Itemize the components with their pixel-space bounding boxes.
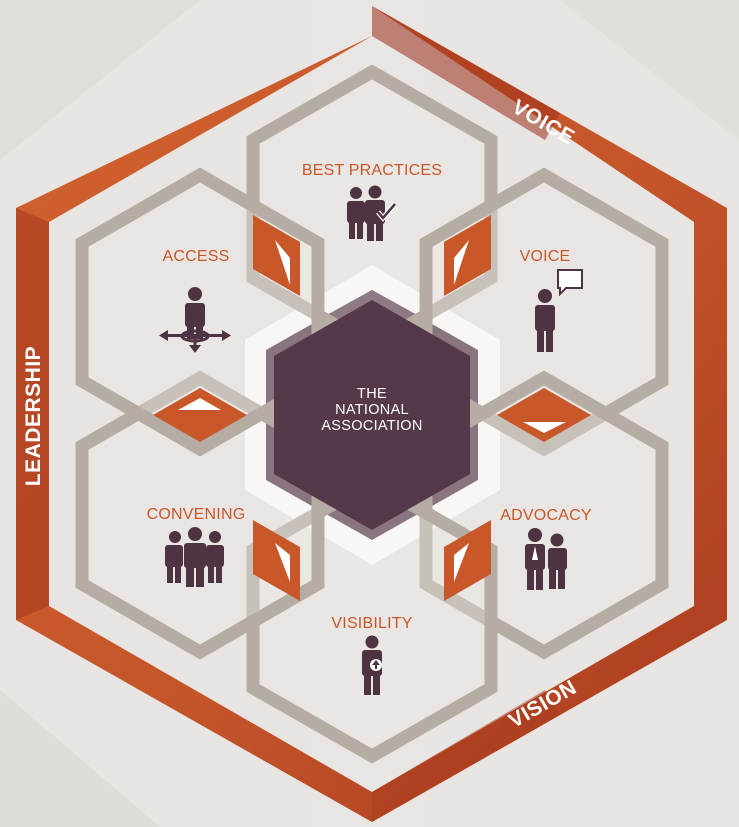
segment-label-advocacy: ADVOCACY: [500, 507, 592, 524]
connectors: [153, 215, 591, 601]
segment-label-best-practices: BEST PRACTICES: [302, 162, 442, 179]
person-speech-bubble-icon: [535, 269, 583, 352]
segment-label-voice: VOICE: [520, 248, 571, 265]
center-line-1: THE: [357, 386, 387, 402]
segment-label-convening: CONVENING: [147, 506, 246, 523]
person-upload-icon: [362, 635, 382, 695]
group-of-people-icon: [165, 527, 224, 587]
center-hub-front: [274, 300, 470, 530]
center-text: THE NATIONAL ASSOCIATION: [321, 386, 422, 434]
outer-frame: [16, 6, 727, 822]
two-people-icon: [525, 528, 567, 590]
center-line-3: ASSOCIATION: [321, 418, 422, 434]
person-arrows-icon: [159, 287, 231, 353]
segment-label-access: ACCESS: [163, 248, 230, 265]
frame-label-leadership: LEADERSHIP: [22, 346, 45, 486]
people-checkmark-icon: [347, 185, 397, 241]
petals: [75, 64, 669, 764]
center-line-2: NATIONAL: [335, 402, 409, 418]
segment-label-visibility: VISIBILITY: [331, 615, 412, 632]
